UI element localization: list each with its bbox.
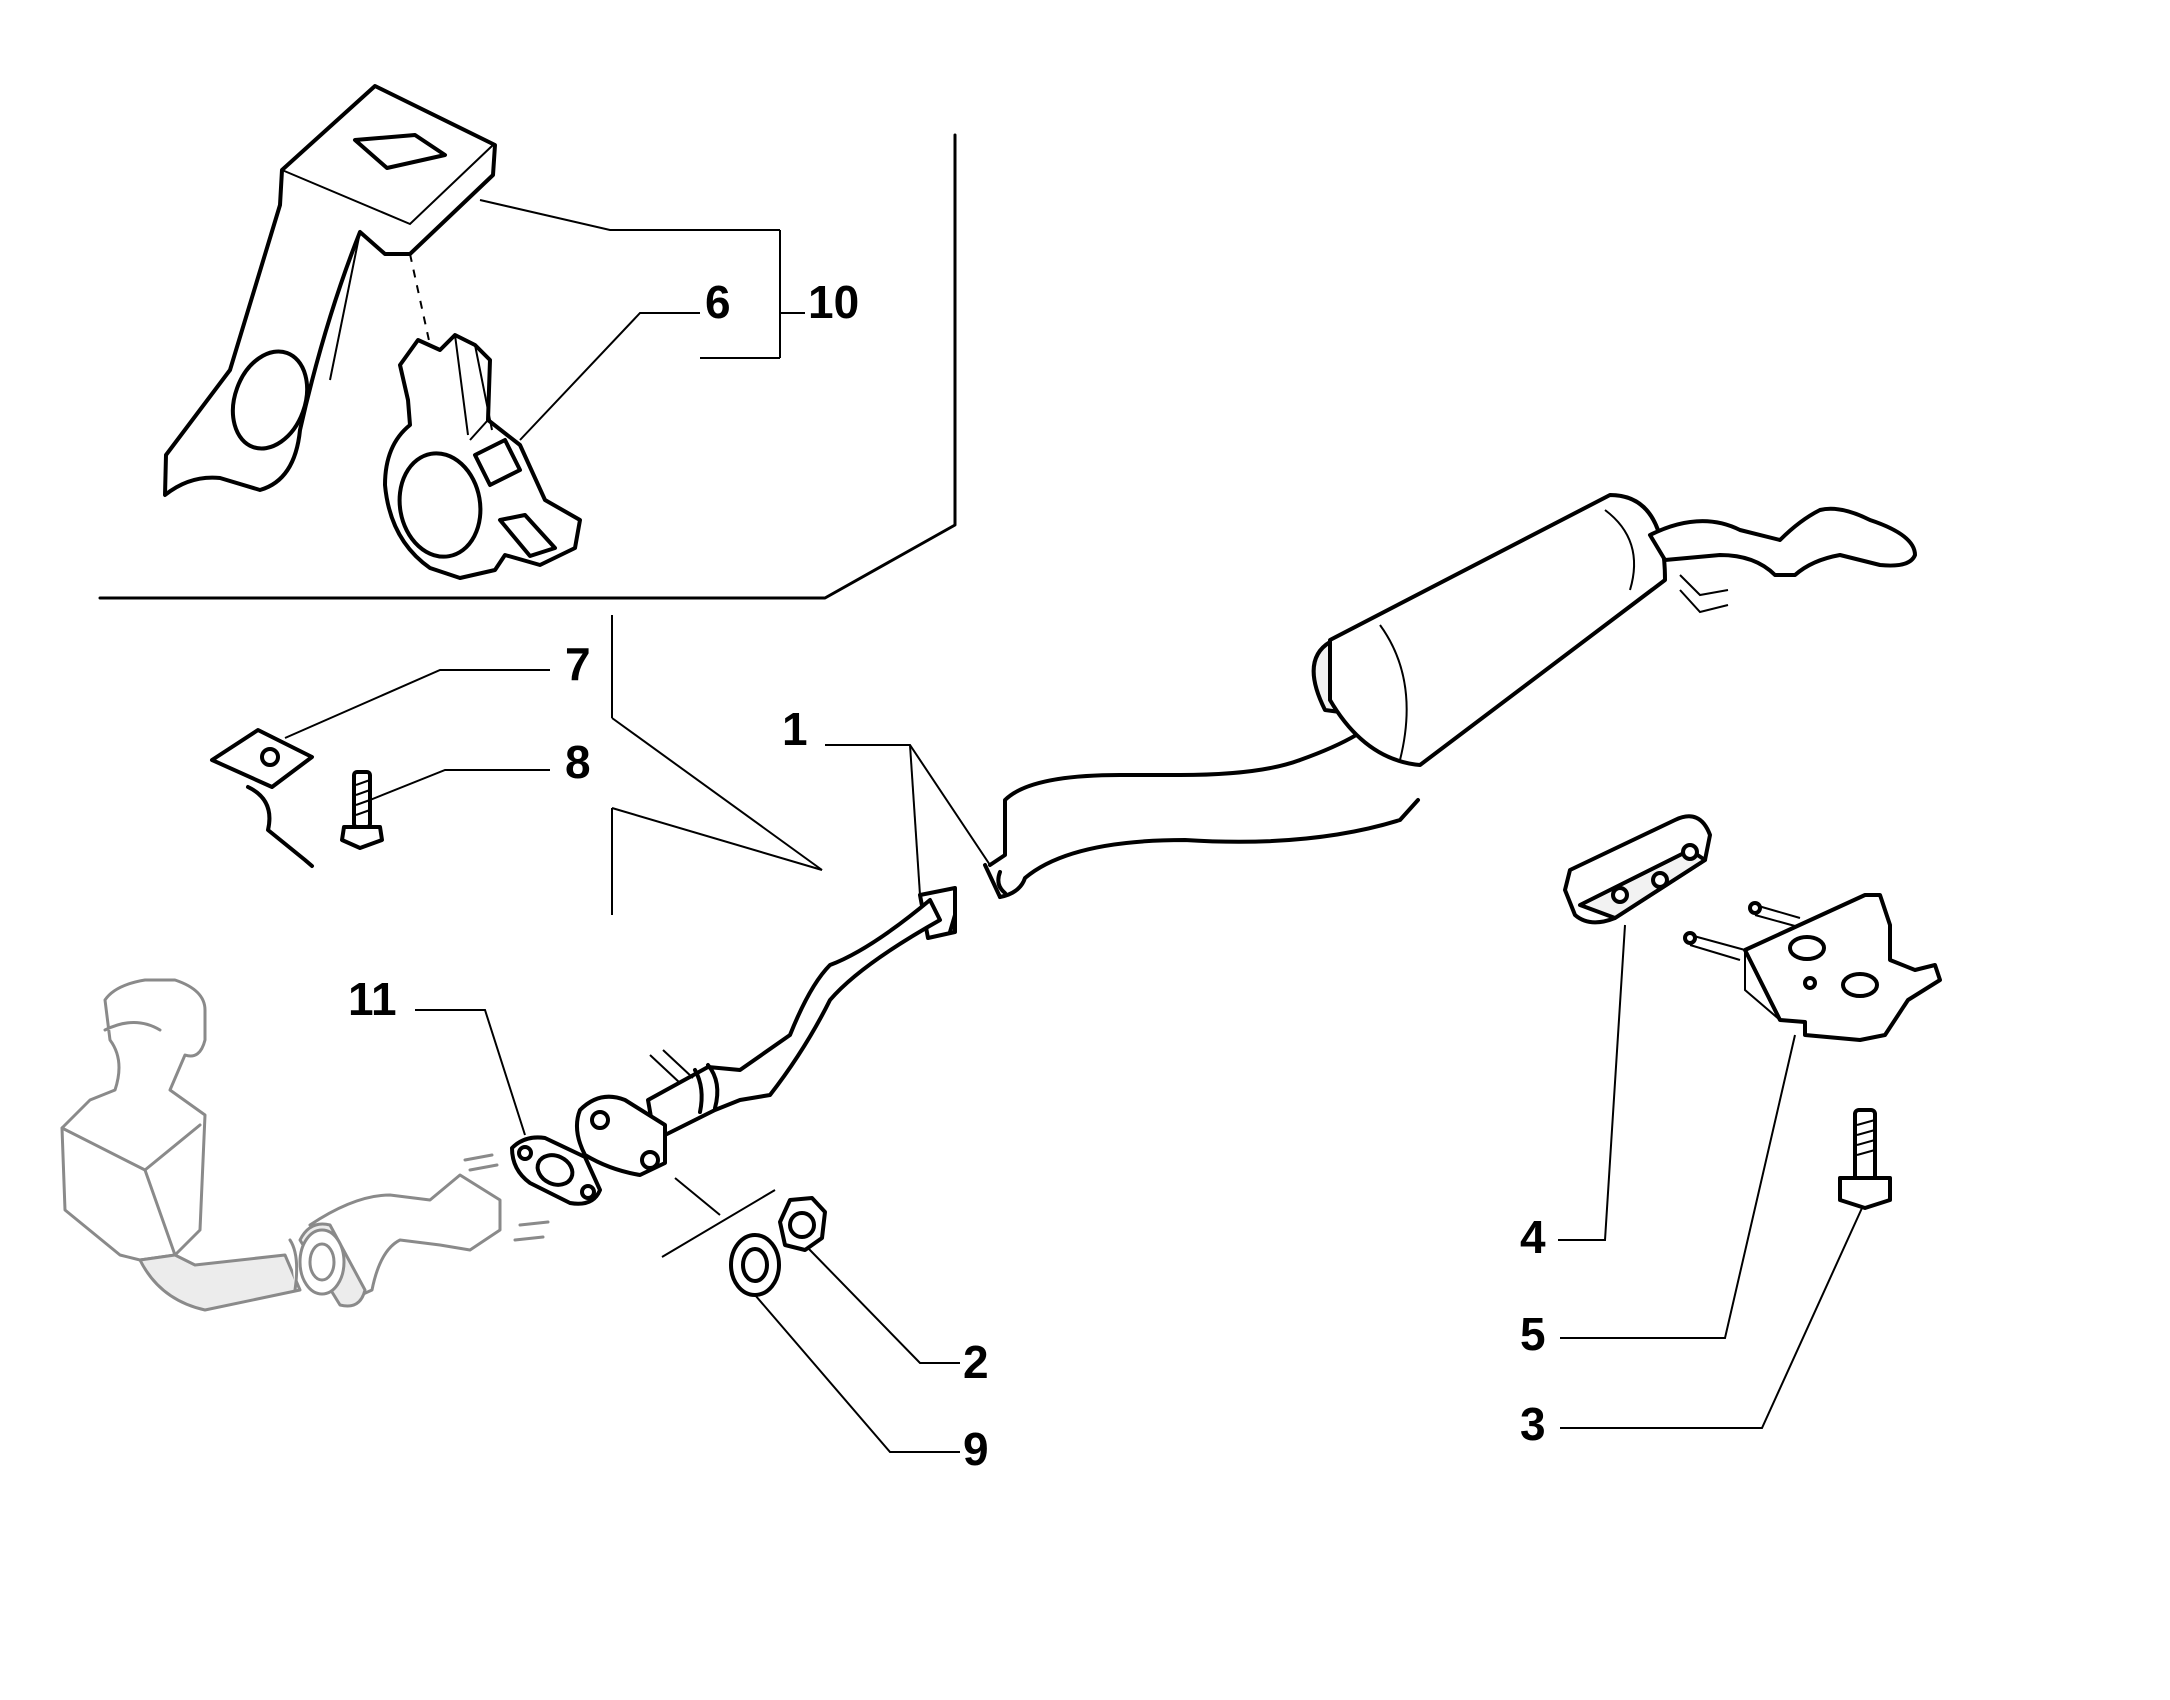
callout-5: 5 xyxy=(1520,1308,1546,1360)
callout-6: 6 xyxy=(705,276,731,328)
rubber-hanger xyxy=(383,333,582,580)
hex-nut xyxy=(778,1196,827,1252)
mounting-bracket xyxy=(1683,893,1942,1042)
inset-pointer-arrow xyxy=(611,615,823,915)
callout-7: 7 xyxy=(565,638,591,690)
callout-8: 8 xyxy=(565,736,591,788)
callout-3: 3 xyxy=(1520,1398,1546,1450)
mounting-strap xyxy=(210,728,314,868)
callout-2: 2 xyxy=(963,1336,989,1388)
callout-1: 1 xyxy=(782,703,808,755)
inset-frame xyxy=(98,133,957,600)
leader-lines-right xyxy=(1558,924,1863,1429)
rear-muffler-tailpipe xyxy=(983,493,1917,899)
rubber-mount xyxy=(1563,814,1712,925)
flange-bolt xyxy=(1838,1108,1892,1210)
callout-labels: 1 2 3 4 5 6 7 8 9 10 11 xyxy=(348,276,1546,1475)
hanger-bracket xyxy=(163,84,497,497)
leader-lines-nut-washer xyxy=(661,1177,960,1453)
callout-10: 10 xyxy=(808,276,859,328)
leader-lines-inset xyxy=(479,199,805,441)
callout-9: 9 xyxy=(963,1423,989,1475)
callout-11: 11 xyxy=(348,973,397,1025)
leader-lines-strap-bolt xyxy=(284,669,550,801)
washer xyxy=(729,1233,781,1297)
bolt xyxy=(340,770,384,850)
front-pipe xyxy=(574,886,957,1177)
catalytic-converter-context xyxy=(60,978,550,1312)
gasket xyxy=(510,1135,602,1206)
leader-lines-pipe xyxy=(415,744,991,1136)
callout-4: 4 xyxy=(1520,1211,1546,1263)
